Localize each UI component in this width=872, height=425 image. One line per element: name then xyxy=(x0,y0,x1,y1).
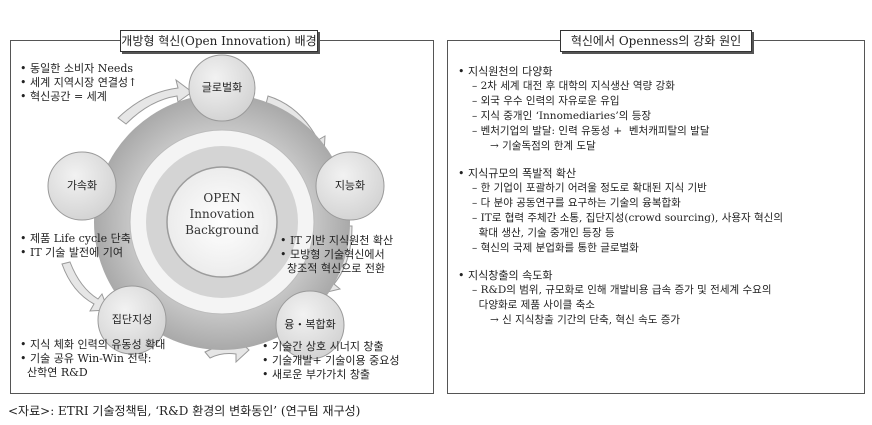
reason-section: • 지식창출의 속도화 – R&D의 범위, 규모화로 인해 개발비용 급속 증… xyxy=(458,268,858,328)
note-bottom-right: • 기술간 상호 시너지 창출 • 기술개발+ 기술이용 중요성 • 새로운 부… xyxy=(262,340,400,382)
section-heading: • 지식원천의 다양화 xyxy=(458,65,553,78)
note-line: • 제품 Life cycle 단축 xyxy=(20,232,131,245)
section-item: – R&D의 범위, 규모화로 인해 개발비용 급속 증가 및 전세계 수요의 xyxy=(472,284,772,296)
node-left-circle xyxy=(47,151,117,221)
node-bottom-right-label: 융・복합화 xyxy=(284,318,336,331)
note-top-left: • 동일한 소비자 Needs • 세계 지역시장 연결성↑ • 혁신공간 = … xyxy=(20,62,137,104)
reason-section: • 지식규모의 폭발적 확산 – 한 기업이 포괄하기 어려울 정도로 확대된 … xyxy=(458,166,858,256)
note-line: • IT 기반 지식원천 확산 xyxy=(280,234,394,247)
note-line: • 새로운 부가가치 창출 xyxy=(262,368,371,381)
note-line: • 혁신공간 = 세계 xyxy=(20,90,107,103)
note-line: 창조적 혁신으로 전환 xyxy=(280,262,386,275)
node-bottom-right-circle xyxy=(275,290,345,360)
section-heading: • 지식규모의 폭발적 확산 xyxy=(458,167,577,180)
node-right-circle xyxy=(315,151,385,221)
reason-section: • 지식원천의 다양화 – 2차 세계 대전 후 대학의 지식생산 역량 강화 … xyxy=(458,64,858,154)
source-caption: <자료>: ETRI 기술정책팀, ‘R&D 환경의 변화동인’ (연구팀 재구… xyxy=(8,404,361,418)
note-mid-left: • 제품 Life cycle 단축 • IT 기술 발전에 기여 xyxy=(20,232,131,260)
note-line: • 동일한 소비자 Needs xyxy=(20,62,134,75)
right-panel-title: 혁신에서 Openness의 강화 원인 xyxy=(560,30,752,52)
note-mid-right: • IT 기반 지식원천 확산 • 모방형 기술혁신에서 창조적 혁신으로 전환 xyxy=(280,234,393,276)
section-item: → 기술독점의 한계 도달 xyxy=(490,140,596,152)
center-line-1: OPEN xyxy=(203,191,241,205)
note-line: • 기술간 상호 시너지 창출 xyxy=(262,340,384,353)
node-right-label: 지능화 xyxy=(334,179,366,192)
section-item: – 혁신의 국제 분업화를 통한 글로벌화 xyxy=(472,242,639,254)
section-item: → 신 지식창출 기간의 단축, 혁신 속도 증가 xyxy=(490,314,681,326)
note-line: • IT 기술 발전에 기여 xyxy=(20,246,123,259)
note-bottom-left: • 지식 체화 인력의 유동성 확대 • 기술 공유 Win-Win 전략: 산… xyxy=(20,338,165,380)
note-line: • 기술개발+ 기술이용 중요성 xyxy=(262,354,400,367)
center-circle xyxy=(166,166,278,278)
section-item: 다양화로 제품 사이클 축소 xyxy=(472,299,595,311)
center-label: OPEN Innovation Background xyxy=(172,190,272,238)
note-line: • 지식 체화 인력의 유동성 확대 xyxy=(20,338,166,351)
note-line: 산학연 R&D xyxy=(20,366,88,379)
section-item: – 한 기업이 포괄하기 어려울 정도로 확대된 지식 기반 xyxy=(472,182,707,194)
note-line: • 기술 공유 Win-Win 전략: xyxy=(20,352,152,365)
note-line: • 모방형 기술혁신에서 xyxy=(280,248,385,261)
section-item: – 벤처기업의 발달: 인력 유동성 + 벤처캐피탈의 발달 xyxy=(472,125,710,137)
section-item: – 2차 세계 대전 후 대학의 지식생산 역량 강화 xyxy=(472,80,675,92)
arrow-left xyxy=(61,261,109,312)
node-bottom-left-label: 집단지성 xyxy=(111,313,153,326)
note-line: • 세계 지역시장 연결성↑ xyxy=(20,76,138,89)
section-item: – 다 분야 공동연구를 요구하는 기술의 융복합화 xyxy=(472,197,681,209)
section-item: – IT로 협력 주체간 소통, 집단지성(crowd sourcing), 사… xyxy=(472,212,783,224)
node-top-circle xyxy=(188,54,256,122)
center-line-2: Innovation xyxy=(189,207,255,221)
section-item: 확대 생산, 기술 중개인 등장 등 xyxy=(472,227,615,239)
section-item: – 지식 중개인 ‘Innomediaries’의 등장 xyxy=(472,110,652,122)
reasons-list: • 지식원천의 다양화 – 2차 세계 대전 후 대학의 지식생산 역량 강화 … xyxy=(458,64,858,340)
node-bottom-left-circle xyxy=(97,285,167,355)
section-item: – 외국 우수 인력의 자유로운 유입 xyxy=(472,95,620,107)
center-line-3: Background xyxy=(185,223,259,237)
section-heading: • 지식창출의 속도화 xyxy=(458,269,553,282)
left-panel-title: 개방형 혁신(Open Innovation) 배경 xyxy=(120,30,318,52)
node-left-label: 가속화 xyxy=(66,179,98,192)
node-top-label: 글로벌화 xyxy=(201,81,243,94)
